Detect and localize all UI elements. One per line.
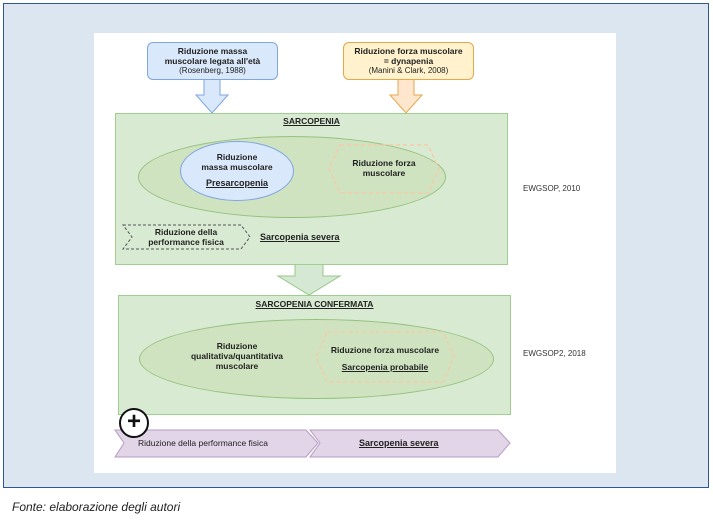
arrow-orange-down <box>388 77 424 114</box>
box-muscle-mass-line1: Riduzione massa <box>177 46 248 56</box>
plus-icon: + <box>119 408 149 438</box>
confirmed-left-line1: Riduzione <box>216 341 258 351</box>
diagram-canvas: Riduzione massa muscolare legata all'età… <box>94 33 616 473</box>
panel-sarcopenia-confirmed: SARCOPENIA CONFERMATA Riduzione qualitat… <box>118 295 511 415</box>
confirmed-hexagon-line1: Riduzione forza muscolare <box>330 345 440 355</box>
strength-hexagon-shape <box>328 144 440 194</box>
strength-hexagon-line1: Riduzione forza <box>352 158 416 168</box>
presarcopenia-label: Presarcopenia <box>205 178 269 188</box>
confirmed-hexagon-text: Riduzione forza muscolare Sarcopenia pro… <box>315 345 455 372</box>
box-muscle-strength-reduction: Riduzione forza muscolare = dynapenia (M… <box>343 42 474 80</box>
box-muscle-mass-reduction: Riduzione massa muscolare legata all'età… <box>147 42 278 80</box>
bottom-bar-right-shape <box>308 429 511 458</box>
confirmed-probable-label: Sarcopenia probabile <box>341 362 429 372</box>
confirmed-left-line3: muscolare <box>215 361 259 371</box>
performance-line2: performance fisica <box>148 237 224 247</box>
strength-hexagon-line2: muscolare <box>362 168 406 178</box>
arrow-blue-down <box>194 77 230 114</box>
panel-sarcopenia: SARCOPENIA Riduzione massa muscolare Pre… <box>115 113 508 265</box>
ewgsop2-2018-label: EWGSOP2, 2018 <box>523 349 586 358</box>
performance-arrow-shape <box>122 224 251 250</box>
box-strength-line2: = dynapenia <box>383 56 434 66</box>
bottom-bar-left-label: Riduzione della performance fisica <box>138 438 268 448</box>
presarcopenia-circle <box>180 141 294 201</box>
performance-arrow <box>122 224 251 250</box>
arrow-green-down <box>276 262 342 296</box>
bottom-bar-right-label: Sarcopenia severa <box>359 438 439 448</box>
confirmed-left-line2: qualitativa/quantitativa <box>190 351 284 361</box>
strength-hexagon <box>328 144 440 194</box>
box-muscle-mass-line2: muscolare legata all'età <box>164 56 261 66</box>
ewgsop-2010-label: EWGSOP, 2010 <box>523 184 581 193</box>
confirmed-hexagon <box>315 331 455 383</box>
confirmed-hexagon-shape <box>315 331 455 383</box>
diagram-arrows <box>194 77 424 296</box>
presarcopenia-text: Riduzione massa muscolare Presarcopenia <box>180 152 294 188</box>
presarcopenia-line2: massa muscolare <box>201 162 273 172</box>
box-strength-ref: (Manini & Clark, 2008) <box>368 66 449 75</box>
box-strength-line1: Riduzione forza muscolare <box>354 46 463 56</box>
box-muscle-mass-ref: (Rosenberg, 1988) <box>179 66 246 75</box>
bottom-bar-left-shape <box>114 429 319 458</box>
panel-confirmed-left-text: Riduzione qualitativa/quantitativa musco… <box>167 341 307 371</box>
figure-caption: Fonte: elaborazione degli autori <box>12 500 181 514</box>
performance-line1: Riduzione della <box>154 227 218 237</box>
severe-sarcopenia-label: Sarcopenia severa <box>260 232 340 242</box>
strength-hexagon-text: Riduzione forza muscolare <box>328 158 440 178</box>
presarcopenia-line1: Riduzione <box>216 152 258 162</box>
panel-confirmed-title: SARCOPENIA CONFERMATA <box>255 299 374 309</box>
performance-text: Riduzione della performance fisica <box>126 227 246 247</box>
bottom-performance-bar <box>114 429 511 458</box>
panel-sarcopenia-title: SARCOPENIA <box>283 116 340 126</box>
